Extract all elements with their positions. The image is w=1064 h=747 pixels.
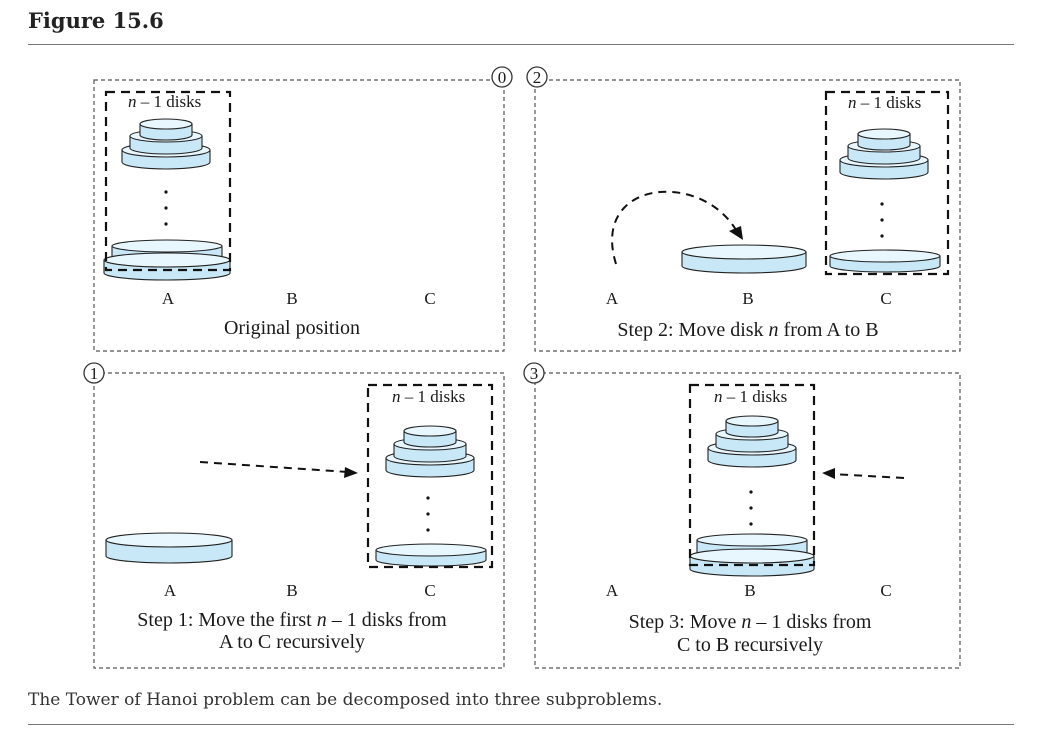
panel-2-caption: Step 2: Move disk n from A to B <box>617 319 878 341</box>
peg-label-a: A <box>162 289 175 308</box>
move-arrow-a-to-c <box>199 461 349 473</box>
peg-label-c: C <box>424 581 435 600</box>
disk-n-minus-1 <box>375 543 487 567</box>
panel-1-caption-line-2: A to C recursively <box>219 631 365 653</box>
tower-of-hanoi-diagram: 0 2 1 3 n – 1 <box>83 66 961 669</box>
panel-3-frame <box>534 372 961 669</box>
peg-label-c: C <box>880 581 891 600</box>
peg-label-a: A <box>606 289 619 308</box>
peg-label-b: B <box>742 289 753 308</box>
svg-text:0: 0 <box>498 68 507 87</box>
caption-rule <box>28 724 1014 725</box>
panel-3: n – 1 disks A B C Step 3: Move n – 1 dis… <box>606 383 905 656</box>
disk-stack-top <box>707 415 797 468</box>
figure-title: Figure 15.6 <box>28 8 164 33</box>
panel-0-frame <box>93 79 505 352</box>
group-label: n – 1 disks <box>714 387 787 406</box>
n-minus-1-group-box <box>104 90 232 272</box>
n-minus-1-group-box <box>366 383 494 569</box>
group-label: n – 1 disks <box>392 387 465 406</box>
disk-stack-top <box>839 128 929 180</box>
disk-n <box>105 532 233 564</box>
peg-label-a: A <box>164 581 177 600</box>
disk-n <box>681 244 807 274</box>
panel-3-caption-line-1: Step 3: Move n – 1 disks from <box>629 611 872 633</box>
peg-label-b: B <box>286 581 297 600</box>
panel-1-frame <box>93 372 505 669</box>
svg-text:3: 3 <box>530 364 539 383</box>
move-arrow-c-to-b <box>831 473 905 479</box>
peg-label-b: B <box>744 581 755 600</box>
peg-label-c: C <box>424 289 435 308</box>
panel-3-caption-line-2: C to B recursively <box>677 634 823 656</box>
n-minus-1-group-box <box>824 90 950 276</box>
svg-text:1: 1 <box>90 364 99 383</box>
group-label: n – 1 disks <box>128 92 201 111</box>
step-badge-3: 3 <box>523 362 545 384</box>
svg-text:2: 2 <box>533 68 542 87</box>
step-badge-2: 2 <box>526 66 548 88</box>
panel-1-caption-line-1: Step 1: Move the first n – 1 disks from <box>137 609 447 631</box>
title-rule <box>28 44 1014 45</box>
step-badge-1: 1 <box>83 362 105 384</box>
disk-n-minus-1 <box>829 249 941 273</box>
peg-label-a: A <box>606 581 619 600</box>
panel-2: n – 1 disks A B C Step 2: Move disk n fr… <box>606 90 950 341</box>
disk-n <box>689 548 815 577</box>
disk-stack-top <box>121 118 211 170</box>
peg-label-b: B <box>286 289 297 308</box>
move-arrow-a-to-b <box>611 190 737 265</box>
figure-caption: The Tower of Hanoi problem can be decomp… <box>28 690 663 710</box>
disk-stack-top <box>385 425 475 478</box>
disk-n <box>103 252 231 281</box>
panel-2-frame <box>534 79 961 352</box>
panel-0-caption: Original position <box>224 317 360 339</box>
panel-0: n – 1 disks A B C Original position <box>103 90 436 339</box>
group-label: n – 1 disks <box>848 93 921 112</box>
peg-label-c: C <box>880 289 891 308</box>
n-minus-1-group-box <box>688 383 816 567</box>
panel-1: n – 1 disks A B C Step 1: Move the first… <box>105 383 494 653</box>
step-badge-0: 0 <box>491 66 513 88</box>
